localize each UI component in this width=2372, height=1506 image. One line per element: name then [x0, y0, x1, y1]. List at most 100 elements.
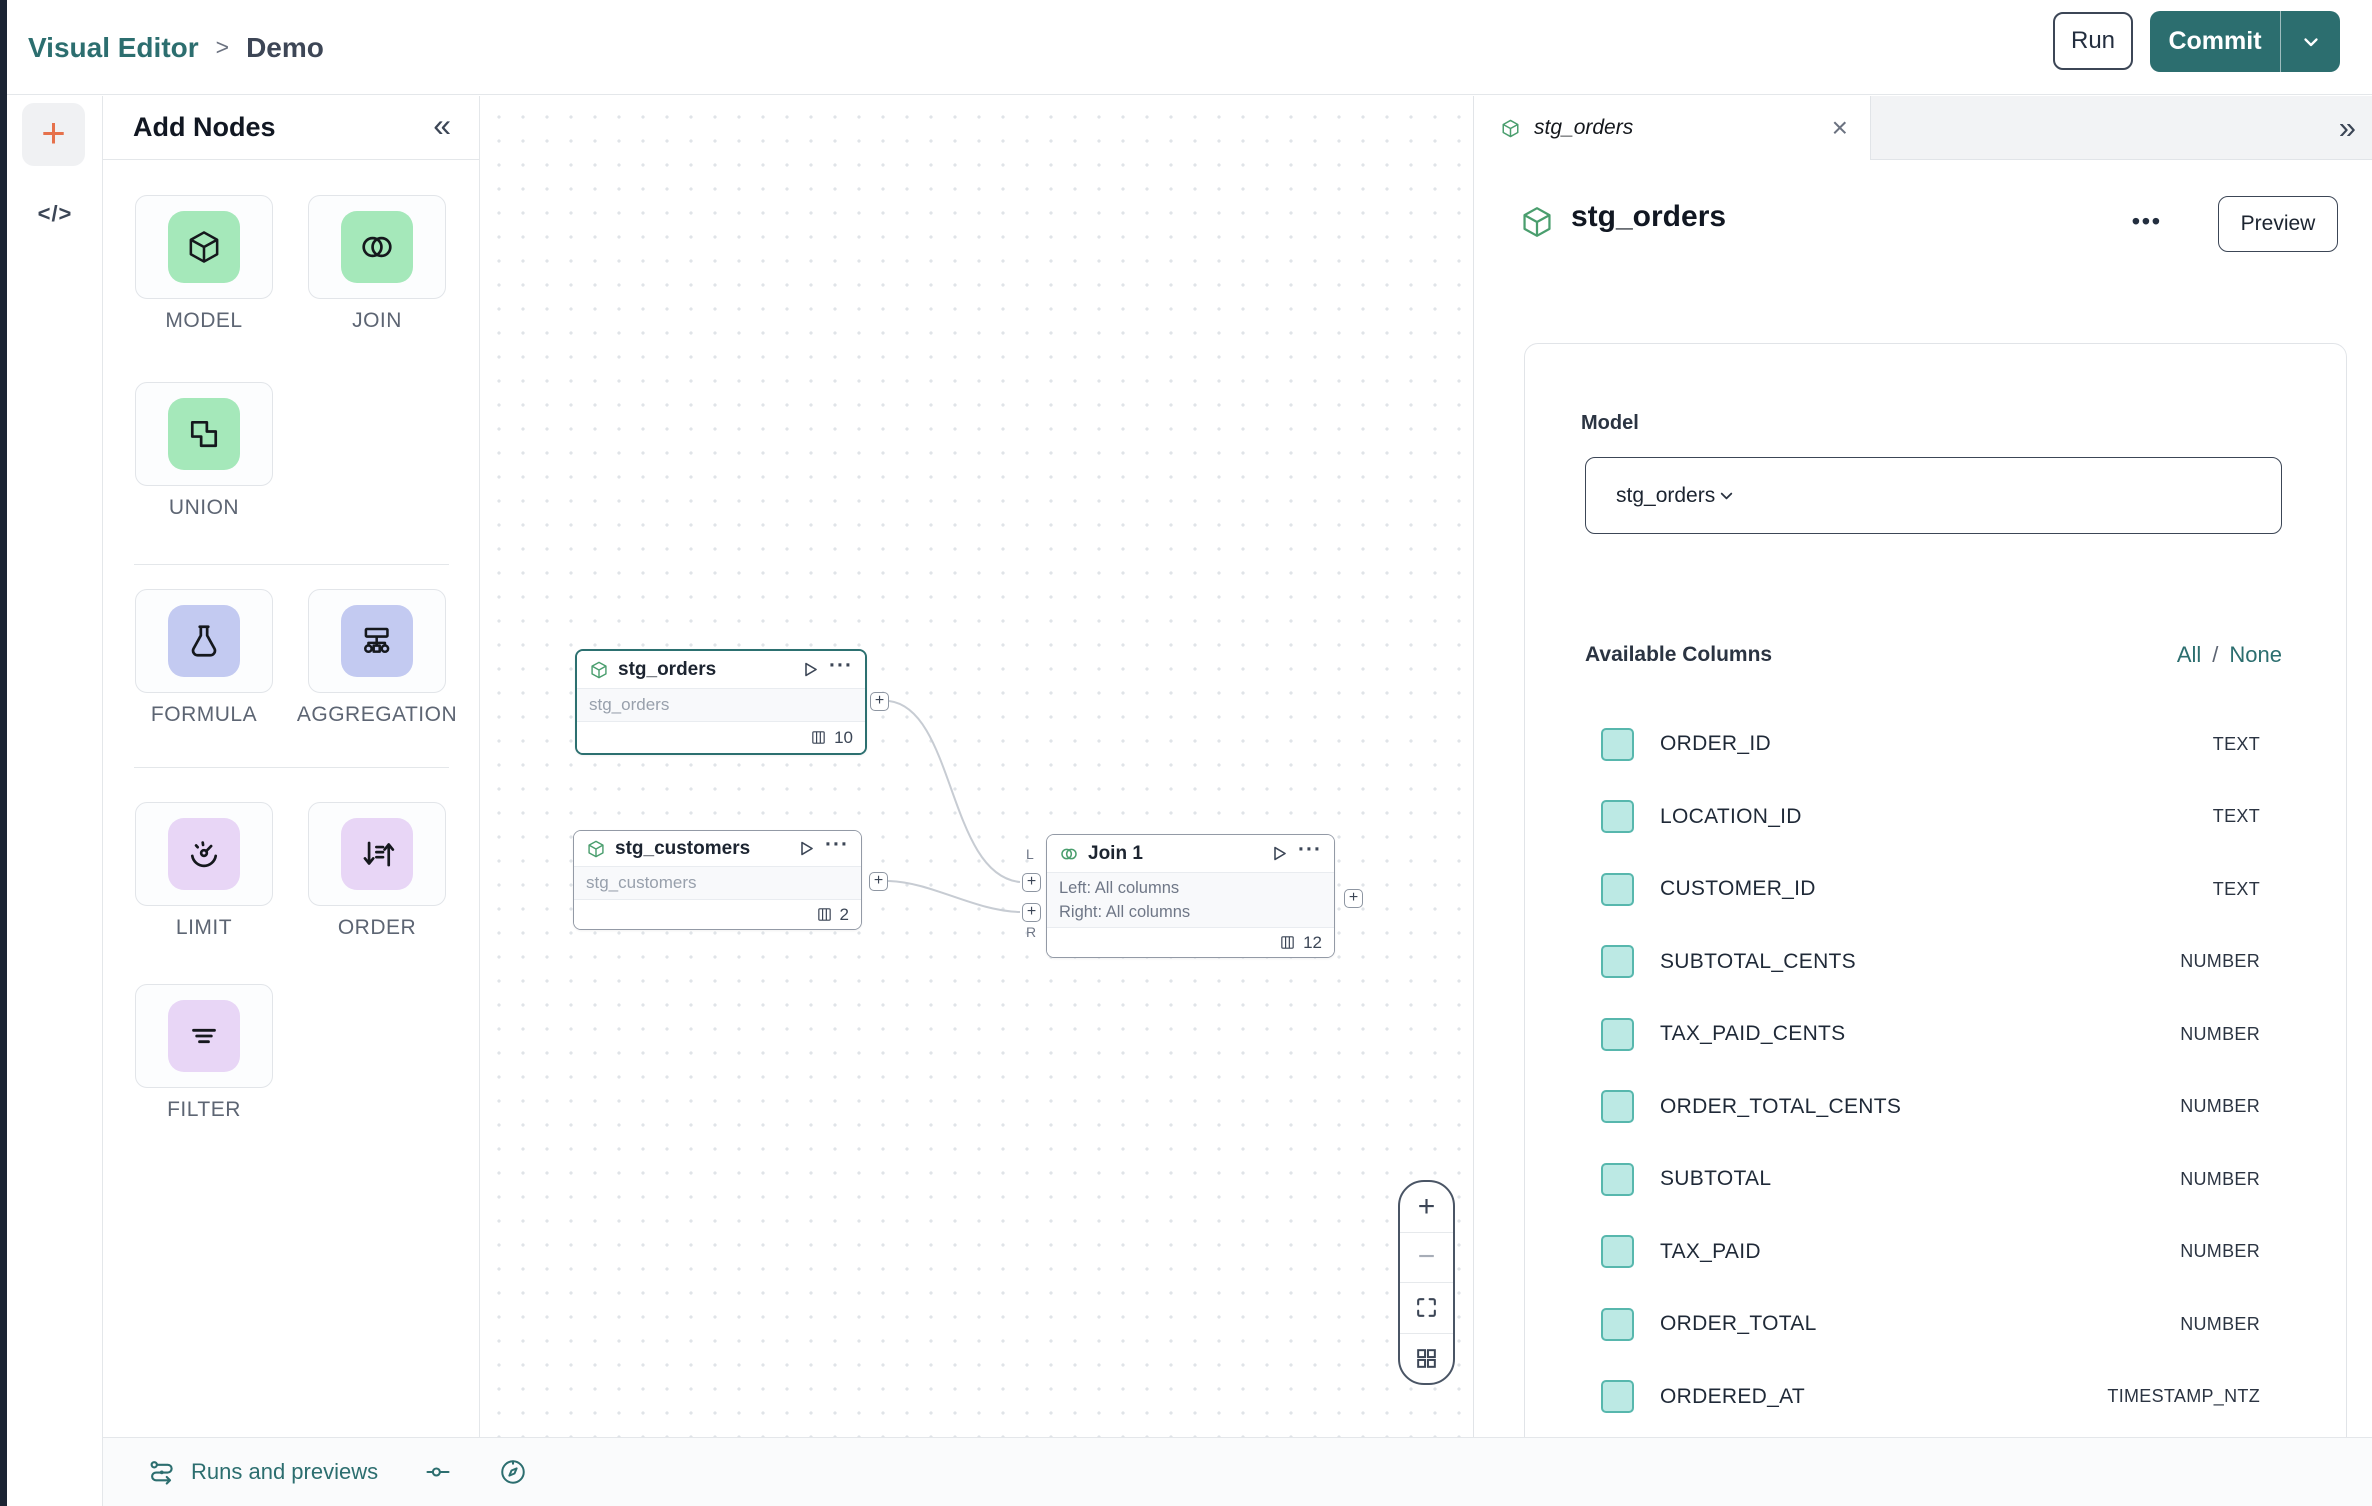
join-right-line: Right: All columns	[1059, 903, 1191, 921]
tab-stg-orders[interactable]: stg_orders ×	[1474, 96, 1871, 160]
play-icon[interactable]	[795, 838, 816, 859]
column-count: 12	[1303, 932, 1322, 952]
column-checkbox[interactable]	[1601, 1380, 1634, 1414]
auto-layout-button[interactable]	[1400, 1334, 1453, 1384]
select-all-link[interactable]: All	[2176, 642, 2202, 667]
expand-panel-button[interactable]: »	[2339, 96, 2356, 160]
add-button[interactable]: +	[22, 103, 85, 166]
node-tile-aggregation[interactable]: AGGREGATION	[297, 589, 457, 726]
plus-icon: +	[41, 108, 66, 156]
fit-view-button[interactable]	[1400, 1283, 1453, 1334]
node-tile-limit[interactable]: LIMIT	[135, 802, 273, 939]
code-icon: </>	[37, 201, 73, 226]
node-tile-model[interactable]: MODEL	[135, 195, 273, 332]
canvas[interactable]: stg_orders ··· stg_orders 10 + stg_	[480, 96, 1473, 1437]
column-checkbox[interactable]	[1601, 1090, 1634, 1124]
column-checkbox[interactable]	[1601, 800, 1634, 834]
commit-node-button[interactable]	[424, 1458, 452, 1486]
commit-dropdown-button[interactable]	[2280, 11, 2340, 72]
node-title: Join 1	[1088, 842, 1143, 864]
zoom-out-button[interactable]: −	[1400, 1233, 1453, 1283]
column-checkbox[interactable]	[1601, 1017, 1634, 1051]
formula-flask-icon	[168, 605, 240, 677]
column-checkbox[interactable]	[1601, 727, 1634, 761]
node-model-ref: stg_orders	[577, 689, 865, 722]
run-button[interactable]: Run	[2053, 12, 2133, 70]
columns-icon	[816, 906, 833, 923]
inspector-title: stg_orders	[1571, 200, 1727, 233]
canvas-node-join-1[interactable]: Join 1 ··· Left: All columns Right: All …	[1046, 834, 1335, 958]
compass-icon	[498, 1457, 528, 1487]
left-rail: + </>	[7, 96, 103, 1506]
add-nodes-title: Add Nodes	[133, 112, 276, 142]
node-menu-button[interactable]: ···	[829, 653, 853, 677]
node-tile-formula[interactable]: FORMULA	[135, 589, 273, 726]
commit-button[interactable]: Commit	[2150, 11, 2280, 72]
node-header: Join 1 ···	[1047, 835, 1334, 873]
runs-and-previews-button[interactable]: Runs and previews	[147, 1457, 378, 1487]
column-checkbox[interactable]	[1601, 872, 1634, 906]
add-nodes-header: Add Nodes «	[103, 96, 479, 160]
preview-button[interactable]: Preview	[2218, 196, 2338, 252]
output-port-stg-customers[interactable]: +	[869, 872, 888, 891]
tab-close-button[interactable]: ×	[1831, 112, 1848, 143]
node-tile-union[interactable]: UNION	[135, 382, 273, 519]
node-footer: 10	[577, 722, 865, 753]
top-bar: Visual Editor > Demo Run Commit	[0, 0, 2372, 95]
column-name: ORDERED_AT	[1660, 1384, 1805, 1408]
node-tile-filter[interactable]: FILTER	[135, 984, 273, 1121]
explore-button[interactable]	[498, 1457, 528, 1487]
node-menu-button[interactable]: ···	[825, 832, 849, 856]
inspector-menu-button[interactable]: •••	[2131, 208, 2162, 234]
canvas-node-stg-orders[interactable]: stg_orders ··· stg_orders 10	[575, 649, 867, 755]
commit-split-button: Commit	[2150, 11, 2340, 72]
select-none-link[interactable]: None	[2229, 642, 2282, 667]
column-type: NUMBER	[2180, 1023, 2260, 1044]
column-count: 2	[839, 904, 849, 924]
column-type: TEXT	[2212, 733, 2260, 754]
tile-label: MODEL	[165, 309, 243, 332]
column-type: TEXT	[2212, 878, 2260, 899]
model-cube-icon	[589, 660, 609, 680]
panel-divider	[134, 564, 449, 565]
column-checkbox[interactable]	[1601, 1162, 1634, 1196]
chevron-down-icon	[1715, 484, 1738, 507]
breadcrumb-root-link[interactable]: Visual Editor	[28, 31, 199, 63]
filter-icon	[168, 1000, 240, 1072]
canvas-node-stg-customers[interactable]: stg_customers ··· stg_customers 2	[573, 830, 862, 930]
input-port-join-right[interactable]: +	[1022, 903, 1041, 922]
model-select[interactable]: stg_orders	[1585, 457, 2282, 534]
tile-label: UNION	[168, 496, 240, 519]
aggregation-icon	[341, 605, 413, 677]
play-icon[interactable]	[1268, 843, 1289, 864]
column-name: TAX_PAID_CENTS	[1660, 1022, 1846, 1046]
select-links-separator: /	[2212, 642, 2219, 667]
node-footer: 2	[574, 900, 861, 929]
breadcrumb: Visual Editor > Demo	[28, 0, 324, 95]
code-view-button[interactable]: </>	[7, 191, 103, 237]
column-row: ORDERED_AT TIMESTAMP_NTZ	[1601, 1361, 2260, 1434]
columns-icon	[1279, 934, 1296, 951]
collapse-panel-button[interactable]: «	[433, 109, 451, 147]
input-port-join-left[interactable]: +	[1022, 873, 1041, 892]
tile-label: JOIN	[352, 309, 402, 332]
play-icon[interactable]	[799, 659, 820, 680]
node-tile-order[interactable]: ORDER	[308, 802, 446, 939]
column-checkbox[interactable]	[1601, 1235, 1634, 1269]
zoom-in-button[interactable]: +	[1400, 1182, 1453, 1233]
grid-layout-icon	[1414, 1346, 1439, 1371]
column-row: SUBTOTAL NUMBER	[1601, 1143, 2260, 1216]
node-menu-button[interactable]: ···	[1298, 837, 1322, 861]
output-port-join-1[interactable]: +	[1344, 889, 1363, 908]
column-checkbox[interactable]	[1601, 1307, 1634, 1341]
edge-connectors	[887, 700, 1021, 913]
join-left-line: Left: All columns	[1059, 879, 1180, 897]
output-port-stg-orders[interactable]: +	[870, 692, 889, 711]
model-field-label: Model	[1581, 412, 1639, 434]
node-tile-join[interactable]: JOIN	[308, 195, 446, 332]
left-port-label: L	[1026, 846, 1034, 862]
model-cube-icon	[586, 839, 606, 859]
column-type: NUMBER	[2180, 1241, 2260, 1262]
node-title: stg_customers	[615, 837, 751, 859]
column-checkbox[interactable]	[1601, 945, 1634, 979]
